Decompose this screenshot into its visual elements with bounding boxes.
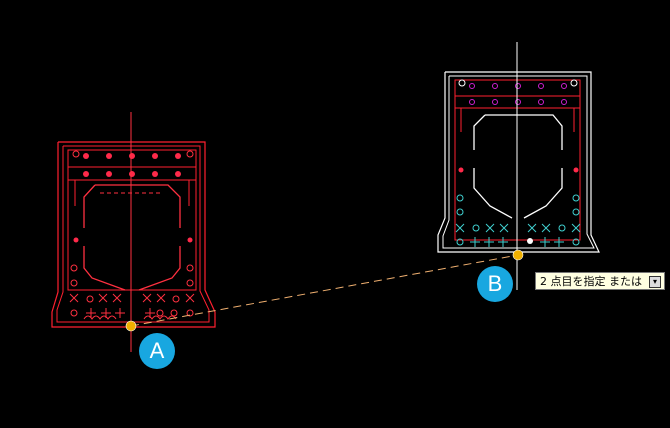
label-badge-a: A [139,333,175,369]
command-prompt-tooltip: 2 点目を指定 または ▾ [535,272,665,290]
section-drawing-a[interactable] [51,112,216,352]
outline-a-outer [51,141,216,328]
label-badge-b: B [477,266,513,302]
prompt-text: 2 点目を指定 または [540,275,642,288]
snap-marker-a [125,320,137,332]
snap-marker-b [512,249,524,261]
keyboard-down-icon[interactable]: ▾ [649,276,661,288]
rebar-top-a [73,153,193,243]
cavity-b [485,114,563,150]
cavity-a [95,184,181,228]
frame-a [67,149,197,291]
outline-b-outer [437,71,600,253]
outline-a-inner [56,145,210,323]
rebar-bottom-b [456,79,580,246]
rubber-band-line [130,254,519,327]
rebar-top-b [469,83,567,105]
